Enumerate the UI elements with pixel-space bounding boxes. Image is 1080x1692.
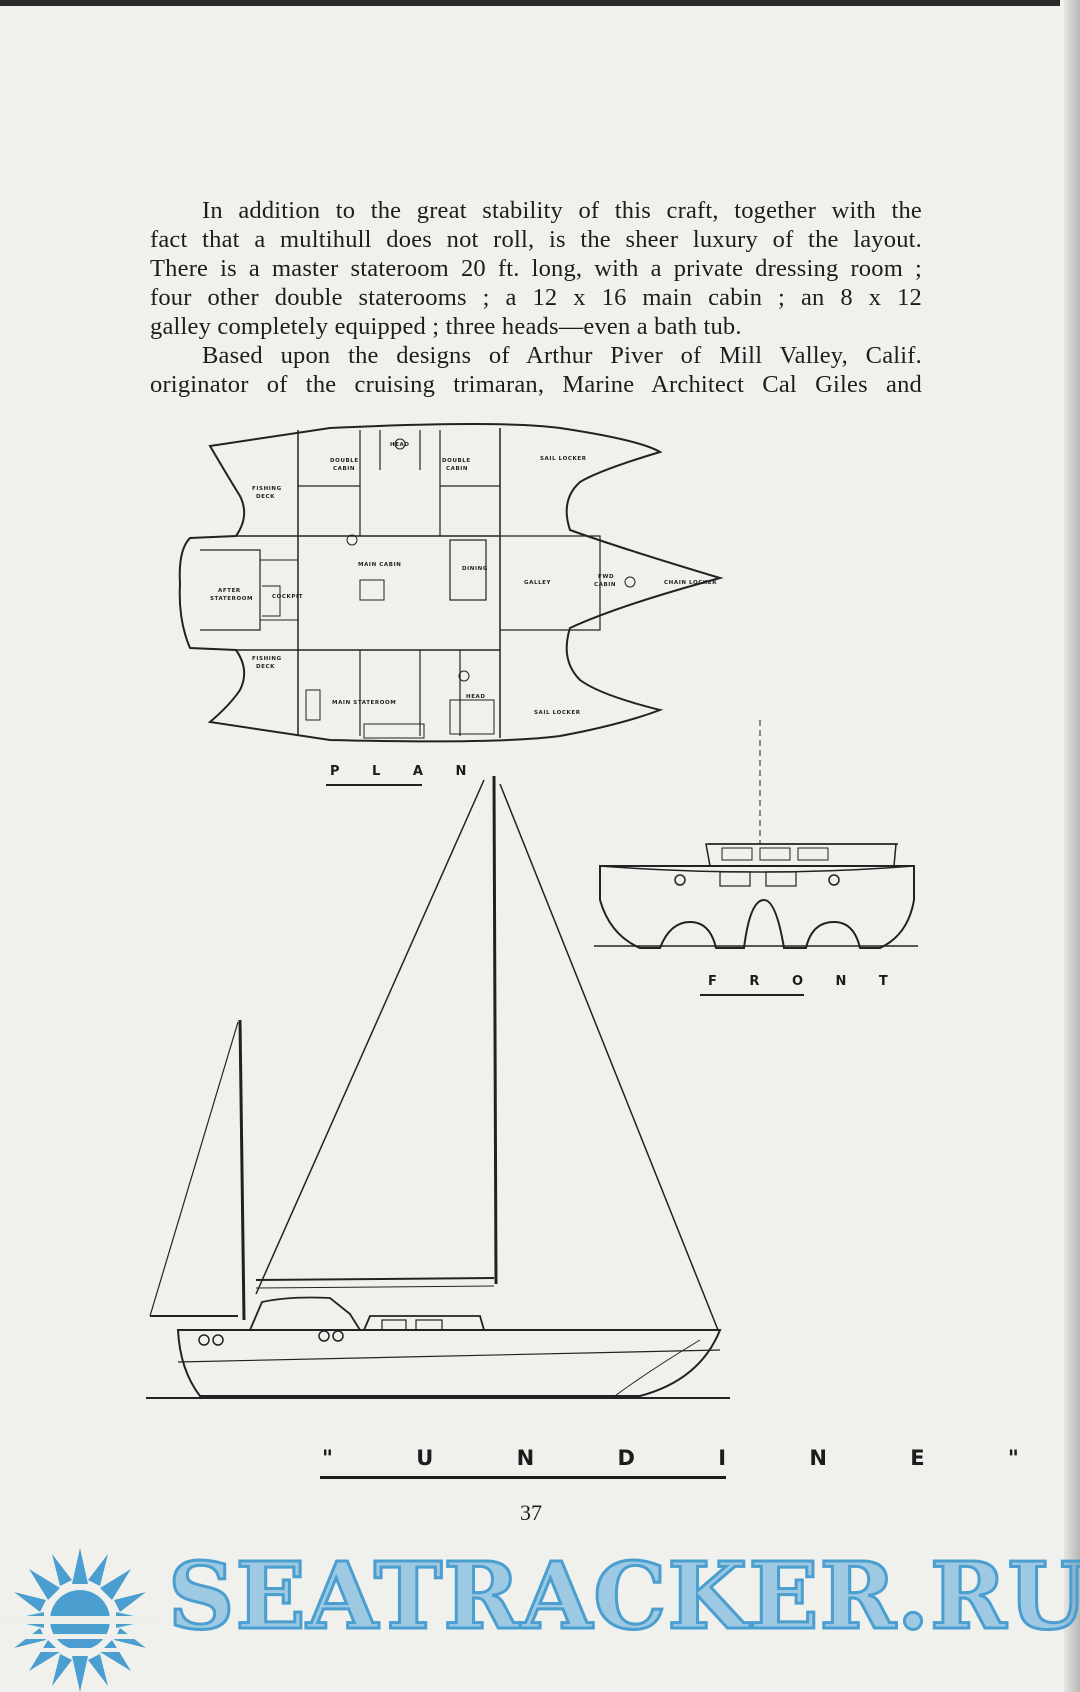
body-line: There is a master stateroom 20 ft. long,… <box>150 255 922 282</box>
page-right-edge <box>1064 0 1080 1692</box>
plan-drawing: DOUBLE CABIN DOUBLE CABIN HEAD SAIL LOCK… <box>178 423 724 743</box>
plan-room-label: MAIN CABIN <box>358 562 401 568</box>
body-line: In addition to the great stability of th… <box>202 197 922 224</box>
page-number: 37 <box>520 1500 542 1525</box>
plan-room-label: GALLEY <box>524 580 552 586</box>
boat-name-title: " U N D I N E " <box>322 1446 1057 1470</box>
watermark-text: SEATRACKER.RU <box>167 1542 1080 1650</box>
plan-room-label: DECK <box>256 664 275 670</box>
body-line: four other double staterooms ; a 12 x 16… <box>150 284 922 311</box>
plan-room-label: FISHING <box>252 656 282 662</box>
plan-room-label: CABIN <box>333 466 355 472</box>
body-line: originator of the cruising trimaran, Mar… <box>150 371 922 398</box>
plan-room-label: CABIN <box>446 466 468 472</box>
plan-room-label: FISHING <box>252 486 282 492</box>
plan-label: P L A N <box>330 764 481 779</box>
front-label: F R O N T <box>708 974 902 989</box>
plan-room-label: SAIL LOCKER <box>534 710 581 716</box>
page-top-border <box>0 0 1060 6</box>
plan-room-label: MAIN STATEROOM <box>332 700 396 706</box>
plan-room-label: HEAD <box>466 694 486 700</box>
plan-room-label: FWD <box>598 574 614 580</box>
title-underline <box>320 1476 726 1479</box>
plan-room-label: HEAD <box>390 442 410 448</box>
plan-room-label: AFTER <box>218 588 241 594</box>
plan-underline <box>326 784 422 786</box>
plan-room-label: DECK <box>256 494 275 500</box>
plan-room-label: CABIN <box>594 582 616 588</box>
body-line: Based upon the designs of Arthur Piver o… <box>202 342 922 369</box>
plan-room-label: SAIL LOCKER <box>540 456 587 462</box>
plan-room-label: STATEROOM <box>210 596 253 602</box>
plan-room-label: DOUBLE <box>330 458 359 464</box>
body-line: fact that a multihull does not roll, is … <box>150 226 922 253</box>
body-line: galley completely equipped ; three heads… <box>150 313 742 340</box>
sun-icon <box>0 1548 160 1692</box>
plan-room-label: COCKPIT <box>272 594 303 600</box>
sail-plan-drawing <box>146 775 730 1399</box>
front-view-drawing <box>594 720 918 949</box>
body-text: In addition to the great stability of th… <box>150 196 922 399</box>
front-underline <box>700 994 804 996</box>
watermark-logo <box>0 1548 160 1692</box>
plan-room-label: CHAIN LOCKER <box>664 580 717 586</box>
plan-room-label: DOUBLE <box>442 458 471 464</box>
plan-room-label: DINING <box>462 566 488 572</box>
watermark-text-fill: SEATRACKER.RU <box>168 1542 1080 1650</box>
